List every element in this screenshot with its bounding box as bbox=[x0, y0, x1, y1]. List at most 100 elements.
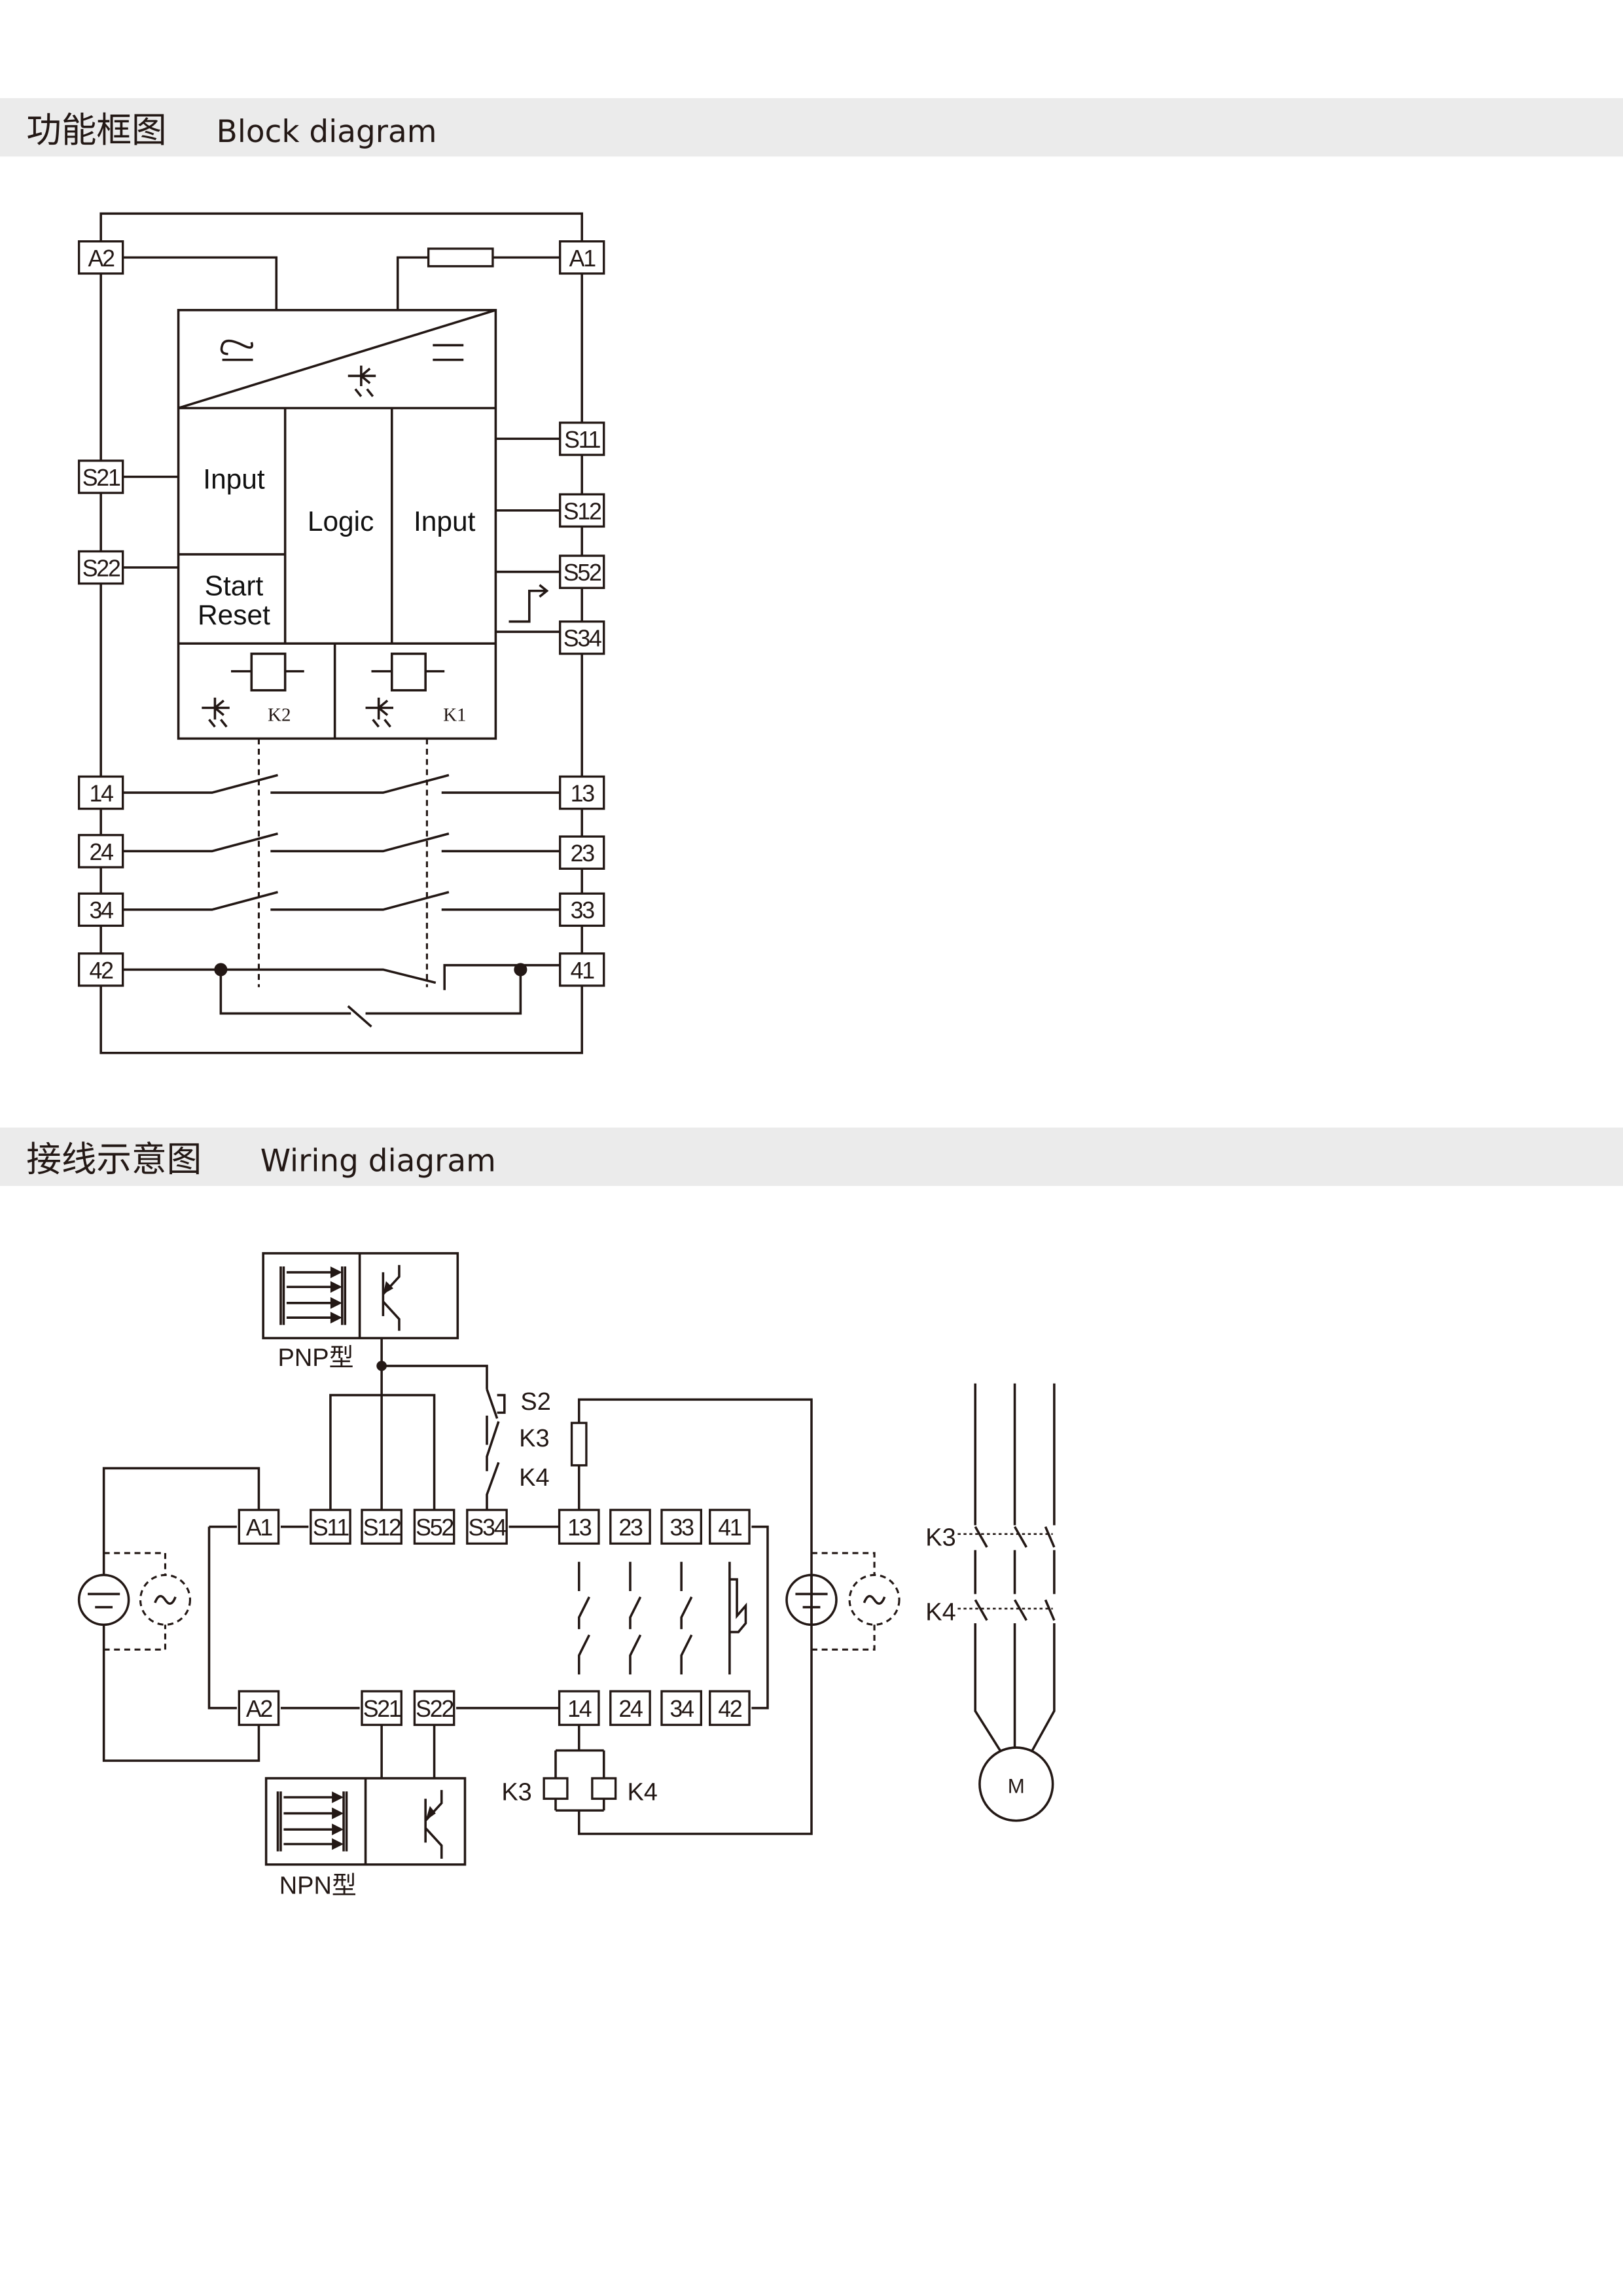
terminal-box bbox=[361, 1509, 402, 1545]
terminal: S21 bbox=[77, 459, 124, 494]
coil-k4-label: K4 bbox=[627, 1778, 657, 1806]
terminal: 41 bbox=[559, 952, 605, 987]
block-title-cn: 功能框图 bbox=[26, 109, 166, 151]
terminal-label: S34 bbox=[469, 1515, 507, 1541]
terminal-label: 41 bbox=[571, 958, 595, 984]
pnp-label: PNP型 bbox=[278, 1344, 354, 1372]
terminal-box bbox=[709, 1509, 751, 1545]
terminal: 14 bbox=[77, 775, 124, 810]
terminal: 24 bbox=[609, 1690, 651, 1727]
terminal: A2 bbox=[77, 240, 124, 275]
ac-dc-converter-icon bbox=[220, 339, 464, 397]
terminal-box bbox=[77, 892, 124, 927]
junction-dot bbox=[214, 963, 228, 977]
terminal-box bbox=[77, 459, 124, 494]
supply-a2-wire bbox=[122, 256, 278, 310]
terminal-box bbox=[558, 1690, 600, 1727]
input-left-label: Input bbox=[203, 463, 265, 494]
output-wiring bbox=[554, 1398, 813, 1835]
terminal: 41 bbox=[709, 1509, 751, 1545]
terminal-label: 33 bbox=[571, 897, 595, 924]
npn-label: NPN型 bbox=[279, 1872, 357, 1899]
terminal: S21 bbox=[361, 1690, 402, 1727]
wiring-diagram-header: 接线示意图 Wiring diagram bbox=[0, 1127, 1623, 1187]
bus-wires bbox=[207, 1525, 769, 1710]
wiring-title-en: Wiring diagram bbox=[260, 1143, 496, 1179]
terminal-label: S22 bbox=[416, 1696, 454, 1722]
terminal: S12 bbox=[361, 1509, 402, 1545]
s2-label: S2 bbox=[520, 1388, 550, 1416]
terminal: 42 bbox=[77, 952, 124, 987]
terminal-box bbox=[361, 1690, 402, 1727]
motor-circuit bbox=[957, 1383, 1056, 1822]
terminal: 13 bbox=[558, 1509, 600, 1545]
terminal: 33 bbox=[660, 1509, 702, 1545]
led-k2-icon bbox=[202, 697, 230, 728]
terminal-label: 14 bbox=[90, 780, 114, 806]
dc-source-right-icon bbox=[785, 1573, 838, 1626]
junction-dot bbox=[376, 1361, 387, 1371]
motor-label: M bbox=[1008, 1774, 1025, 1797]
terminal-label: S12 bbox=[563, 498, 601, 524]
terminal-label: 23 bbox=[618, 1515, 643, 1541]
reset-label: Reset bbox=[198, 600, 270, 630]
terminal-box bbox=[558, 1509, 600, 1545]
terminal-label: S52 bbox=[416, 1515, 454, 1541]
terminal-box bbox=[238, 1690, 280, 1727]
wiring-title-cn: 接线示意图 bbox=[26, 1139, 202, 1180]
step-arrow-icon bbox=[508, 584, 549, 623]
terminal-label: 34 bbox=[90, 897, 114, 924]
terminal: A1 bbox=[559, 240, 605, 275]
relay-k1-coil-icon bbox=[371, 653, 445, 692]
no-contacts bbox=[122, 774, 560, 911]
k3-contact-label: K3 bbox=[519, 1425, 549, 1452]
terminal-box bbox=[413, 1690, 455, 1727]
terminal-box bbox=[660, 1509, 702, 1545]
terminal: S11 bbox=[310, 1509, 351, 1545]
terminal-box bbox=[77, 240, 124, 275]
terminal-box bbox=[466, 1509, 508, 1545]
terminal-label: 33 bbox=[670, 1515, 694, 1541]
terminal-label: 24 bbox=[618, 1696, 643, 1722]
motor-k4-label: K4 bbox=[925, 1599, 955, 1626]
terminal: S52 bbox=[559, 554, 605, 589]
terminal-box bbox=[559, 240, 605, 275]
fuse-icon bbox=[427, 247, 494, 268]
pnp-sensor bbox=[262, 1252, 459, 1340]
terminal-box bbox=[77, 834, 124, 869]
terminal-label: A1 bbox=[569, 245, 596, 272]
terminal-label: S11 bbox=[564, 427, 601, 453]
ac-source-left-icon bbox=[103, 1552, 192, 1651]
terminal-box bbox=[413, 1509, 455, 1545]
terminal-box bbox=[609, 1690, 651, 1727]
terminal-label: S11 bbox=[313, 1515, 349, 1541]
terminal-box bbox=[77, 775, 124, 810]
terminal: 33 bbox=[559, 892, 605, 927]
terminal-label: 13 bbox=[571, 780, 595, 806]
npn-sensor bbox=[264, 1724, 467, 1866]
nc-contact-41-42 bbox=[122, 963, 560, 1028]
terminal: 34 bbox=[660, 1690, 702, 1727]
terminal-label: 13 bbox=[567, 1515, 592, 1541]
input-wires bbox=[122, 437, 560, 634]
terminal: S52 bbox=[413, 1509, 455, 1545]
terminal: S22 bbox=[77, 550, 124, 585]
terminal-box bbox=[77, 952, 124, 987]
terminal: 13 bbox=[559, 775, 605, 810]
coil-k3-label: K3 bbox=[501, 1778, 531, 1806]
terminal-label: 42 bbox=[718, 1696, 742, 1722]
terminal-box bbox=[559, 775, 605, 810]
terminal: A2 bbox=[238, 1690, 280, 1727]
terminal-label: 24 bbox=[90, 839, 114, 865]
module-dividers bbox=[178, 309, 496, 739]
terminal: S22 bbox=[413, 1690, 455, 1727]
k1-label: K1 bbox=[443, 705, 466, 726]
terminal-box bbox=[559, 554, 605, 589]
ac-source-right-icon bbox=[812, 1552, 901, 1651]
module-box bbox=[177, 308, 497, 740]
relay-k2-coil-icon bbox=[231, 653, 304, 692]
block-diagram-header: 功能框图 Block diagram bbox=[0, 98, 1623, 157]
dc-source-left-icon bbox=[77, 1573, 130, 1626]
